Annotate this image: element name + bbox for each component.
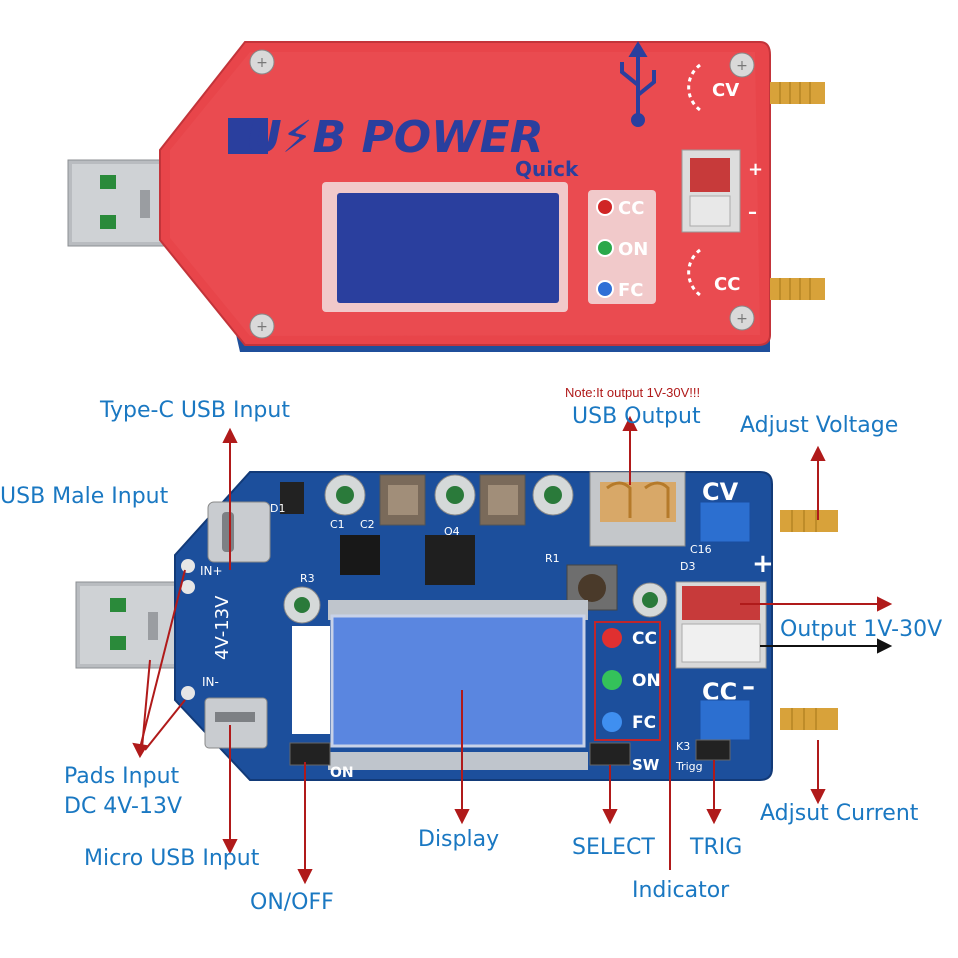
- micro-usb-port: [204, 697, 268, 749]
- label-trig: TRIG: [690, 835, 743, 860]
- svg-text:D3: D3: [680, 560, 695, 573]
- usb-symbol-icon: [620, 41, 656, 127]
- output-note: Note:It output 1V-30V!!!: [565, 385, 701, 400]
- select-button[interactable]: [589, 742, 631, 766]
- svg-text:+: +: [736, 58, 748, 74]
- svg-text:FC: FC: [618, 280, 644, 301]
- sub-brand-text: Quick: [515, 157, 579, 181]
- label-usb-male: USB Male Input: [0, 484, 169, 509]
- led-on: ON: [602, 670, 661, 691]
- pcb-input-range: 4V-13V: [212, 595, 233, 660]
- label-adjust-current: Adjsut Current: [760, 801, 919, 826]
- svg-text:FC: FC: [632, 713, 656, 733]
- label-adjust-voltage: Adjust Voltage: [740, 413, 899, 438]
- top-current-pot: [770, 278, 825, 300]
- top-voltage-pot: [770, 82, 825, 104]
- top-cv-label: CV: [712, 80, 739, 101]
- label-pads-input: Pads Input: [64, 764, 180, 789]
- top-cc-label: CC: [714, 274, 740, 295]
- screw-icon: +: [249, 313, 275, 339]
- svg-text:ON: ON: [330, 765, 354, 781]
- top-lcd-screen: [337, 193, 559, 303]
- voltage-pot: [699, 501, 751, 543]
- svg-text:–: –: [748, 202, 757, 223]
- label-usb-output: USB Output: [572, 404, 701, 429]
- svg-text:C1: C1: [330, 518, 345, 531]
- svg-text:IN-: IN-: [202, 675, 219, 689]
- svg-text:R3: R3: [300, 572, 315, 585]
- svg-text:+: +: [256, 319, 268, 335]
- svg-text:Q4: Q4: [444, 525, 460, 538]
- trig-button[interactable]: [695, 739, 731, 761]
- svg-text:+: +: [752, 549, 774, 579]
- label-output: Output 1V-30V: [780, 617, 943, 642]
- label-type-c: Type-C USB Input: [100, 398, 290, 423]
- svg-text:K3: K3: [676, 740, 690, 753]
- top-usb-plug: [67, 159, 169, 247]
- screw-icon: +: [729, 305, 755, 331]
- label-select: SELECT: [572, 835, 655, 860]
- svg-text:–: –: [742, 672, 755, 702]
- svg-text:SW: SW: [632, 756, 660, 774]
- svg-text:+: +: [736, 311, 748, 327]
- pcb-cv-label: CV: [702, 478, 739, 506]
- annotation-arrows: [132, 415, 893, 885]
- pcb-photo: 4V-13V IN+ IN- D1 C1 C2 Q4 R3 R1 C16 D3 …: [75, 415, 893, 885]
- svg-text:C16: C16: [690, 543, 712, 556]
- current-pot-shaft: [780, 708, 838, 730]
- label-display: Display: [418, 827, 500, 852]
- brand-text: U⚡B POWER: [246, 112, 544, 163]
- svg-text:CC: CC: [632, 629, 657, 649]
- led-on-top: ON: [596, 239, 648, 260]
- led-cc-top: CC: [596, 198, 644, 219]
- svg-text:R1: R1: [545, 552, 560, 565]
- output-minus-arrow: [760, 638, 893, 654]
- on-off-button[interactable]: [289, 742, 331, 766]
- label-micro-usb: Micro USB Input: [84, 846, 260, 871]
- svg-text:C2: C2: [360, 518, 375, 531]
- screw-icon: +: [729, 52, 755, 78]
- pcb-lcd-screen: [330, 614, 586, 748]
- svg-text:CC: CC: [618, 198, 644, 219]
- top-device-photo: + + + + U⚡B POWER Quick CC ON FC CV CC +…: [67, 41, 825, 352]
- svg-text:ON: ON: [618, 239, 648, 260]
- svg-text:Trigg: Trigg: [675, 760, 703, 773]
- svg-text:ON: ON: [632, 671, 661, 691]
- label-indicator: Indicator: [632, 878, 730, 903]
- label-on-off: ON/OFF: [250, 890, 334, 915]
- type-c-port: [207, 501, 271, 563]
- svg-text:+: +: [256, 55, 268, 71]
- pcb-usb-plug: [75, 581, 187, 669]
- current-pot: [699, 699, 751, 741]
- svg-text:+: +: [748, 159, 763, 180]
- indicator-box: [594, 621, 661, 741]
- screw-icon: +: [249, 49, 275, 75]
- label-pads-range: DC 4V-13V: [64, 794, 183, 819]
- led-fc-top: FC: [596, 280, 644, 301]
- svg-text:IN+: IN+: [200, 564, 223, 578]
- led-fc: FC: [602, 712, 656, 733]
- voltage-pot-shaft: [780, 510, 838, 532]
- svg-text:D1: D1: [270, 502, 285, 515]
- led-cc: CC: [602, 628, 657, 649]
